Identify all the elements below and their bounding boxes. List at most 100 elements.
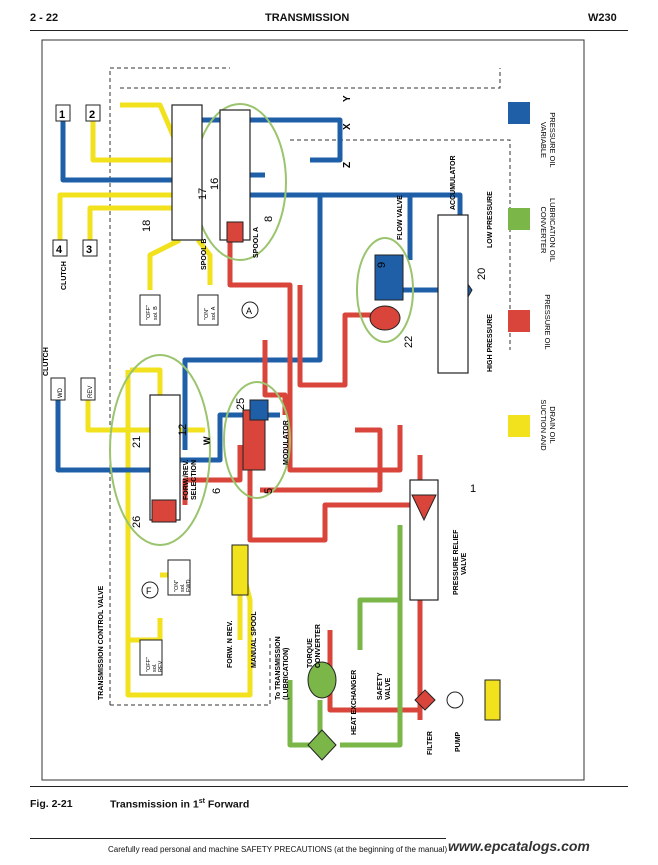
- label-prv-2: VALVE: [461, 552, 468, 575]
- variable-pressure-lines: [55, 110, 463, 473]
- label-manual-spool: MANUAL SPOOL: [251, 611, 258, 668]
- svg-text:sol.: sol.: [152, 663, 158, 672]
- callout-17: 17: [197, 188, 209, 200]
- model-name: W230: [588, 12, 617, 24]
- svg-text:sol.: sol.: [180, 583, 186, 592]
- legend-label-variable-1: VARIABLE: [539, 122, 548, 158]
- label-torque-2: CONVERTER: [315, 624, 322, 668]
- components: [139, 104, 501, 761]
- callout-26: 26: [131, 516, 143, 528]
- torque-converter: [307, 661, 337, 699]
- watermark: www.epcatalogs.com: [448, 838, 590, 854]
- converter-lubrication-lines: [287, 525, 403, 748]
- sump: [484, 679, 501, 721]
- label-y: Y: [342, 95, 353, 102]
- label-accumulator: ACCUMULATOR: [450, 155, 457, 210]
- label-modulator: MODULATOR: [283, 420, 290, 465]
- label-safety-1: SAFETY: [377, 672, 384, 700]
- spool-b-body: [171, 104, 203, 241]
- heat-exchanger: [307, 729, 337, 761]
- manual-spool-top: [231, 544, 249, 596]
- gauge-f: [141, 581, 159, 599]
- label-prv-1: PRESSURE RELIEF: [453, 529, 460, 595]
- label-torque-1: TORQUE: [307, 638, 314, 668]
- callout-8: 8: [263, 216, 275, 222]
- legend: [508, 102, 530, 437]
- label-to-trans-2: (LUBRICATION): [283, 648, 290, 700]
- label-low-pressure: LOW PRESSURE: [487, 191, 494, 248]
- forw-rev-red: [151, 499, 177, 523]
- spool-a-red: [226, 221, 244, 243]
- label-z: Z: [342, 162, 353, 168]
- svg-text:"ON": "ON": [174, 580, 180, 592]
- callout-22: 22: [403, 336, 415, 348]
- label-forw-rev-2: SELECTION: [191, 460, 198, 500]
- label-clutch-bottom: CLUTCH: [43, 347, 50, 376]
- footer-text: Carefully read personal and machine SAFE…: [108, 845, 448, 854]
- legend-swatch-converter: [508, 208, 530, 230]
- callout-25: 25: [235, 398, 247, 410]
- legend-swatch-suction: [508, 415, 530, 437]
- label-forw-n-rev: FORW. N REV.: [227, 620, 234, 668]
- caption-rule: [30, 786, 628, 787]
- spool-a-body: [219, 109, 251, 241]
- label-spool-a: SPOOL A: [253, 227, 260, 258]
- component-labels: TRANSMISSION CONTROL VALVE CLUTCH CLUTCH…: [43, 95, 494, 755]
- label-high-pressure: HIGH PRESSURE: [487, 314, 494, 372]
- flow-valve-body: [374, 254, 404, 301]
- filter: [414, 689, 436, 711]
- label-w: W: [202, 436, 212, 445]
- figure-number: Fig. 2-21: [30, 798, 73, 810]
- callouts: 1 5 6 8 9 12 16 17 18 20 21 22 25 26: [131, 178, 488, 528]
- modulator-top: [249, 399, 269, 421]
- callout-5: 5: [263, 488, 275, 494]
- port-2: 2: [89, 109, 95, 121]
- fwd-sol-box: [167, 559, 191, 596]
- label-tcv: TRANSMISSION CONTROL VALVE: [98, 585, 105, 700]
- accumulator-body: [437, 214, 469, 374]
- solenoid-labels: "OFF" sol. B "ON" sol. A "ON" sol. FWD. …: [146, 305, 217, 672]
- header-rule: [30, 30, 628, 31]
- svg-text:REV: REV: [158, 660, 164, 672]
- svg-text:"OFF": "OFF": [146, 305, 152, 320]
- port-boxes: [50, 104, 101, 401]
- port-4: 4: [56, 244, 63, 256]
- pressure-relief-red: [411, 494, 437, 522]
- label-heat-exchanger: HEAT EXCHANGER: [351, 670, 358, 735]
- svg-text:"OFF": "OFF": [146, 657, 152, 672]
- svg-text:FWD.: FWD.: [186, 577, 192, 592]
- legend-label-converter-2: LUBRICATION OIL: [548, 198, 557, 262]
- callout-20: 20: [476, 268, 488, 280]
- wd-label: WD: [58, 387, 64, 398]
- svg-text:sol. A: sol. A: [211, 306, 217, 320]
- label-spool-b: SPOOL B: [201, 239, 208, 270]
- sol-b-box: [139, 294, 161, 326]
- callout-18: 18: [141, 220, 153, 232]
- label-flow-valve: FLOW VALVE: [397, 195, 404, 240]
- label-safety-2: VALVE: [385, 677, 392, 700]
- legend-label-suction-1: SUCTION AND: [539, 399, 548, 451]
- legend-label-variable-2: PRESSURE OIL: [548, 112, 557, 167]
- gauge-a-label: A: [246, 306, 252, 316]
- figure-frame: [41, 39, 585, 781]
- page-title: TRANSMISSION: [265, 12, 350, 24]
- callout-9: 9: [376, 262, 388, 268]
- svg-text:sol. B: sol. B: [153, 306, 159, 320]
- figure-title: Transmission in 1st Forward: [110, 798, 250, 811]
- label-filter: FILTER: [427, 731, 434, 755]
- label-forw-rev-1: FORW./REV.: [183, 459, 190, 500]
- callout-16: 16: [209, 178, 221, 190]
- pump: [446, 691, 464, 709]
- label-x: X: [342, 123, 353, 130]
- port-3: 3: [86, 244, 92, 256]
- legend-swatch-pressure: [508, 310, 530, 332]
- label-clutch-top: CLUTCH: [61, 261, 68, 290]
- port-1: 1: [59, 109, 65, 121]
- svg-text:"ON": "ON": [204, 308, 210, 320]
- label-to-trans-1: To TRANSMISSION: [275, 636, 282, 700]
- callout-6: 6: [211, 488, 223, 494]
- rev-sol-box: [139, 639, 163, 676]
- callout-12: 12: [177, 424, 189, 436]
- footer-rule: [30, 838, 446, 839]
